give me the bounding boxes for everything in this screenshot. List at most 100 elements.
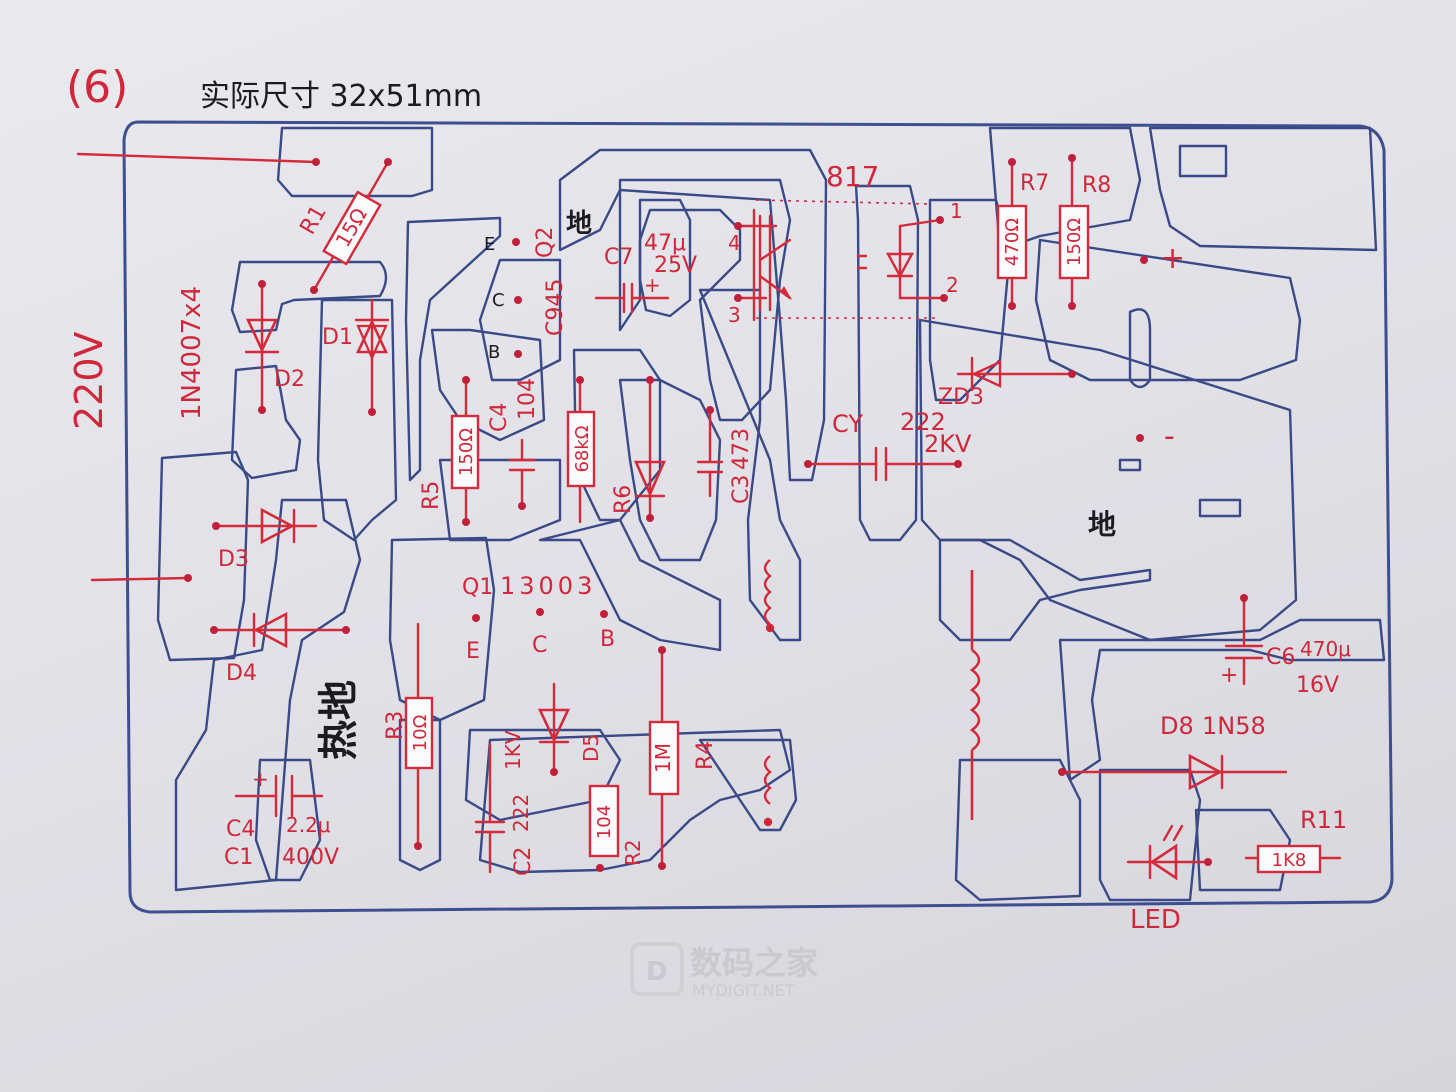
zener-zd3 xyxy=(956,356,1076,392)
d1-ref: D1 xyxy=(322,325,353,350)
c3-ref: C3 xyxy=(729,475,754,504)
capacitor-c7: + xyxy=(594,273,670,314)
resistor-r1: 15Ω xyxy=(310,158,392,294)
q2-ground-label: 地 xyxy=(566,209,592,239)
diode-d5 xyxy=(537,682,571,776)
r6-ref: R6 xyxy=(611,485,636,514)
diode-d3 xyxy=(212,507,318,545)
q2-pin-e: E xyxy=(484,234,495,255)
r2-value: 104 xyxy=(594,805,615,839)
led-ref: LED xyxy=(1130,905,1181,935)
c6-voltage: 16V xyxy=(1296,673,1339,698)
hot-ground-label: 热地 xyxy=(316,680,362,760)
q1-part: 13003 xyxy=(500,572,596,600)
diode-d1 xyxy=(354,298,390,416)
bridge-note: 1N4007x4 xyxy=(177,286,207,420)
r11-value: 1K8 xyxy=(1272,850,1307,871)
diode-d8 xyxy=(1058,753,1288,791)
capacitor-bulk: + xyxy=(234,767,324,818)
svg-text:+: + xyxy=(252,767,269,791)
d5-ref: D5 xyxy=(579,734,603,762)
d8-ref: D8 xyxy=(1160,712,1194,740)
r7-ref: R7 xyxy=(1020,171,1049,196)
opto-pin-4: 4 xyxy=(728,231,741,255)
cy-voltage: 2KV xyxy=(924,430,972,458)
d4-ref: D4 xyxy=(226,661,257,686)
d5-voltage: 1KV xyxy=(501,730,525,770)
led-indicator xyxy=(1126,824,1212,881)
resistor-r8: 150Ω xyxy=(1058,154,1090,310)
bulk-cap-ref: C4 xyxy=(226,817,255,842)
r4-ref: R4 xyxy=(693,741,718,770)
c7-voltage: 25V xyxy=(654,253,697,278)
title-number: (6) xyxy=(66,62,128,113)
r8-value: 150Ω xyxy=(1064,218,1085,266)
opto-pin-3: 3 xyxy=(728,303,741,327)
d2-ref: D2 xyxy=(274,367,305,392)
optocoupler-817 xyxy=(734,199,948,322)
zd3-ref: ZD3 xyxy=(938,385,984,410)
ac-input-wire-top xyxy=(76,152,318,164)
r6-value: 68kΩ xyxy=(572,425,593,472)
resistor-r4: 1M xyxy=(648,646,680,870)
watermark: D 数码之家 MYDIGIT.NET xyxy=(630,942,818,1000)
diode-feedback xyxy=(634,376,666,522)
c4-small-ref: C4 xyxy=(487,403,512,432)
r5-ref: R5 xyxy=(419,481,444,510)
q2-pin-c: C xyxy=(492,290,505,311)
svg-text:+: + xyxy=(1220,663,1238,688)
resistor-r3: 10Ω xyxy=(404,622,434,850)
q2-part: C945 xyxy=(543,279,568,336)
secondary-ground-label: 地 xyxy=(1088,508,1116,541)
c2-ref: C2 xyxy=(511,847,536,876)
r7-value: 470Ω xyxy=(1002,218,1023,266)
r3-value: 10Ω xyxy=(410,714,431,751)
bulk-cap-voltage: 400V xyxy=(282,845,339,870)
capacitor-c2 xyxy=(474,742,506,874)
r8-ref: R8 xyxy=(1082,173,1111,198)
c6-value: 470μ xyxy=(1300,637,1351,661)
r2-ref: R2 xyxy=(621,839,645,866)
plus-label: + xyxy=(1160,241,1185,276)
minus-label: - xyxy=(1164,419,1175,454)
bulk-cap-ref2: C1 xyxy=(224,845,253,870)
capacitor-c3 xyxy=(696,406,724,498)
transformer-primary-coil xyxy=(763,559,775,827)
bulk-cap-value: 2.2μ xyxy=(286,813,331,837)
resistor-r7: 470Ω xyxy=(996,158,1028,310)
r11-ref: R11 xyxy=(1300,806,1347,834)
d8-part: 1N58 xyxy=(1202,712,1266,740)
resistor-r5: 150Ω xyxy=(450,376,480,526)
r3-ref: R3 xyxy=(383,711,408,740)
watermark-en: MYDIGIT.NET xyxy=(692,981,795,1000)
capacitor-c6: + xyxy=(1220,594,1264,688)
r4-value: 1M xyxy=(651,743,675,773)
title-text: 实际尺寸 32x51mm xyxy=(200,79,482,114)
resistor-r2: 104 xyxy=(588,784,620,872)
q1-ref: Q1 xyxy=(462,575,493,600)
cy-value: 222 xyxy=(900,408,946,436)
transformer-secondary-coil xyxy=(969,570,981,820)
q1-pin-e: E xyxy=(466,639,480,664)
board-outline xyxy=(122,120,1394,914)
input-voltage-label: 220V xyxy=(67,331,111,430)
capacitor-cy xyxy=(804,446,962,482)
q2-pin-b: B xyxy=(488,342,500,363)
resistor-r11: 1K8 xyxy=(1244,844,1342,874)
r1-ref: R1 xyxy=(296,201,332,239)
watermark-cn: 数码之家 xyxy=(690,944,818,982)
cy-ref: CY xyxy=(832,410,863,438)
watermark-logo-icon xyxy=(630,942,684,996)
q1-pin-c: C xyxy=(532,633,547,658)
c3-value: 473 xyxy=(729,428,754,470)
svg-text:D: D xyxy=(646,957,668,987)
opto-pin-2: 2 xyxy=(946,273,959,297)
r5-value: 150Ω xyxy=(456,428,477,476)
capacitor-c4-small xyxy=(508,438,536,510)
diode-d2 xyxy=(244,280,280,414)
diode-d4 xyxy=(210,611,350,649)
c4-small-value: 104 xyxy=(515,378,540,420)
ac-input-wire-bottom xyxy=(90,576,190,582)
q1-pin-b: B xyxy=(600,627,615,652)
